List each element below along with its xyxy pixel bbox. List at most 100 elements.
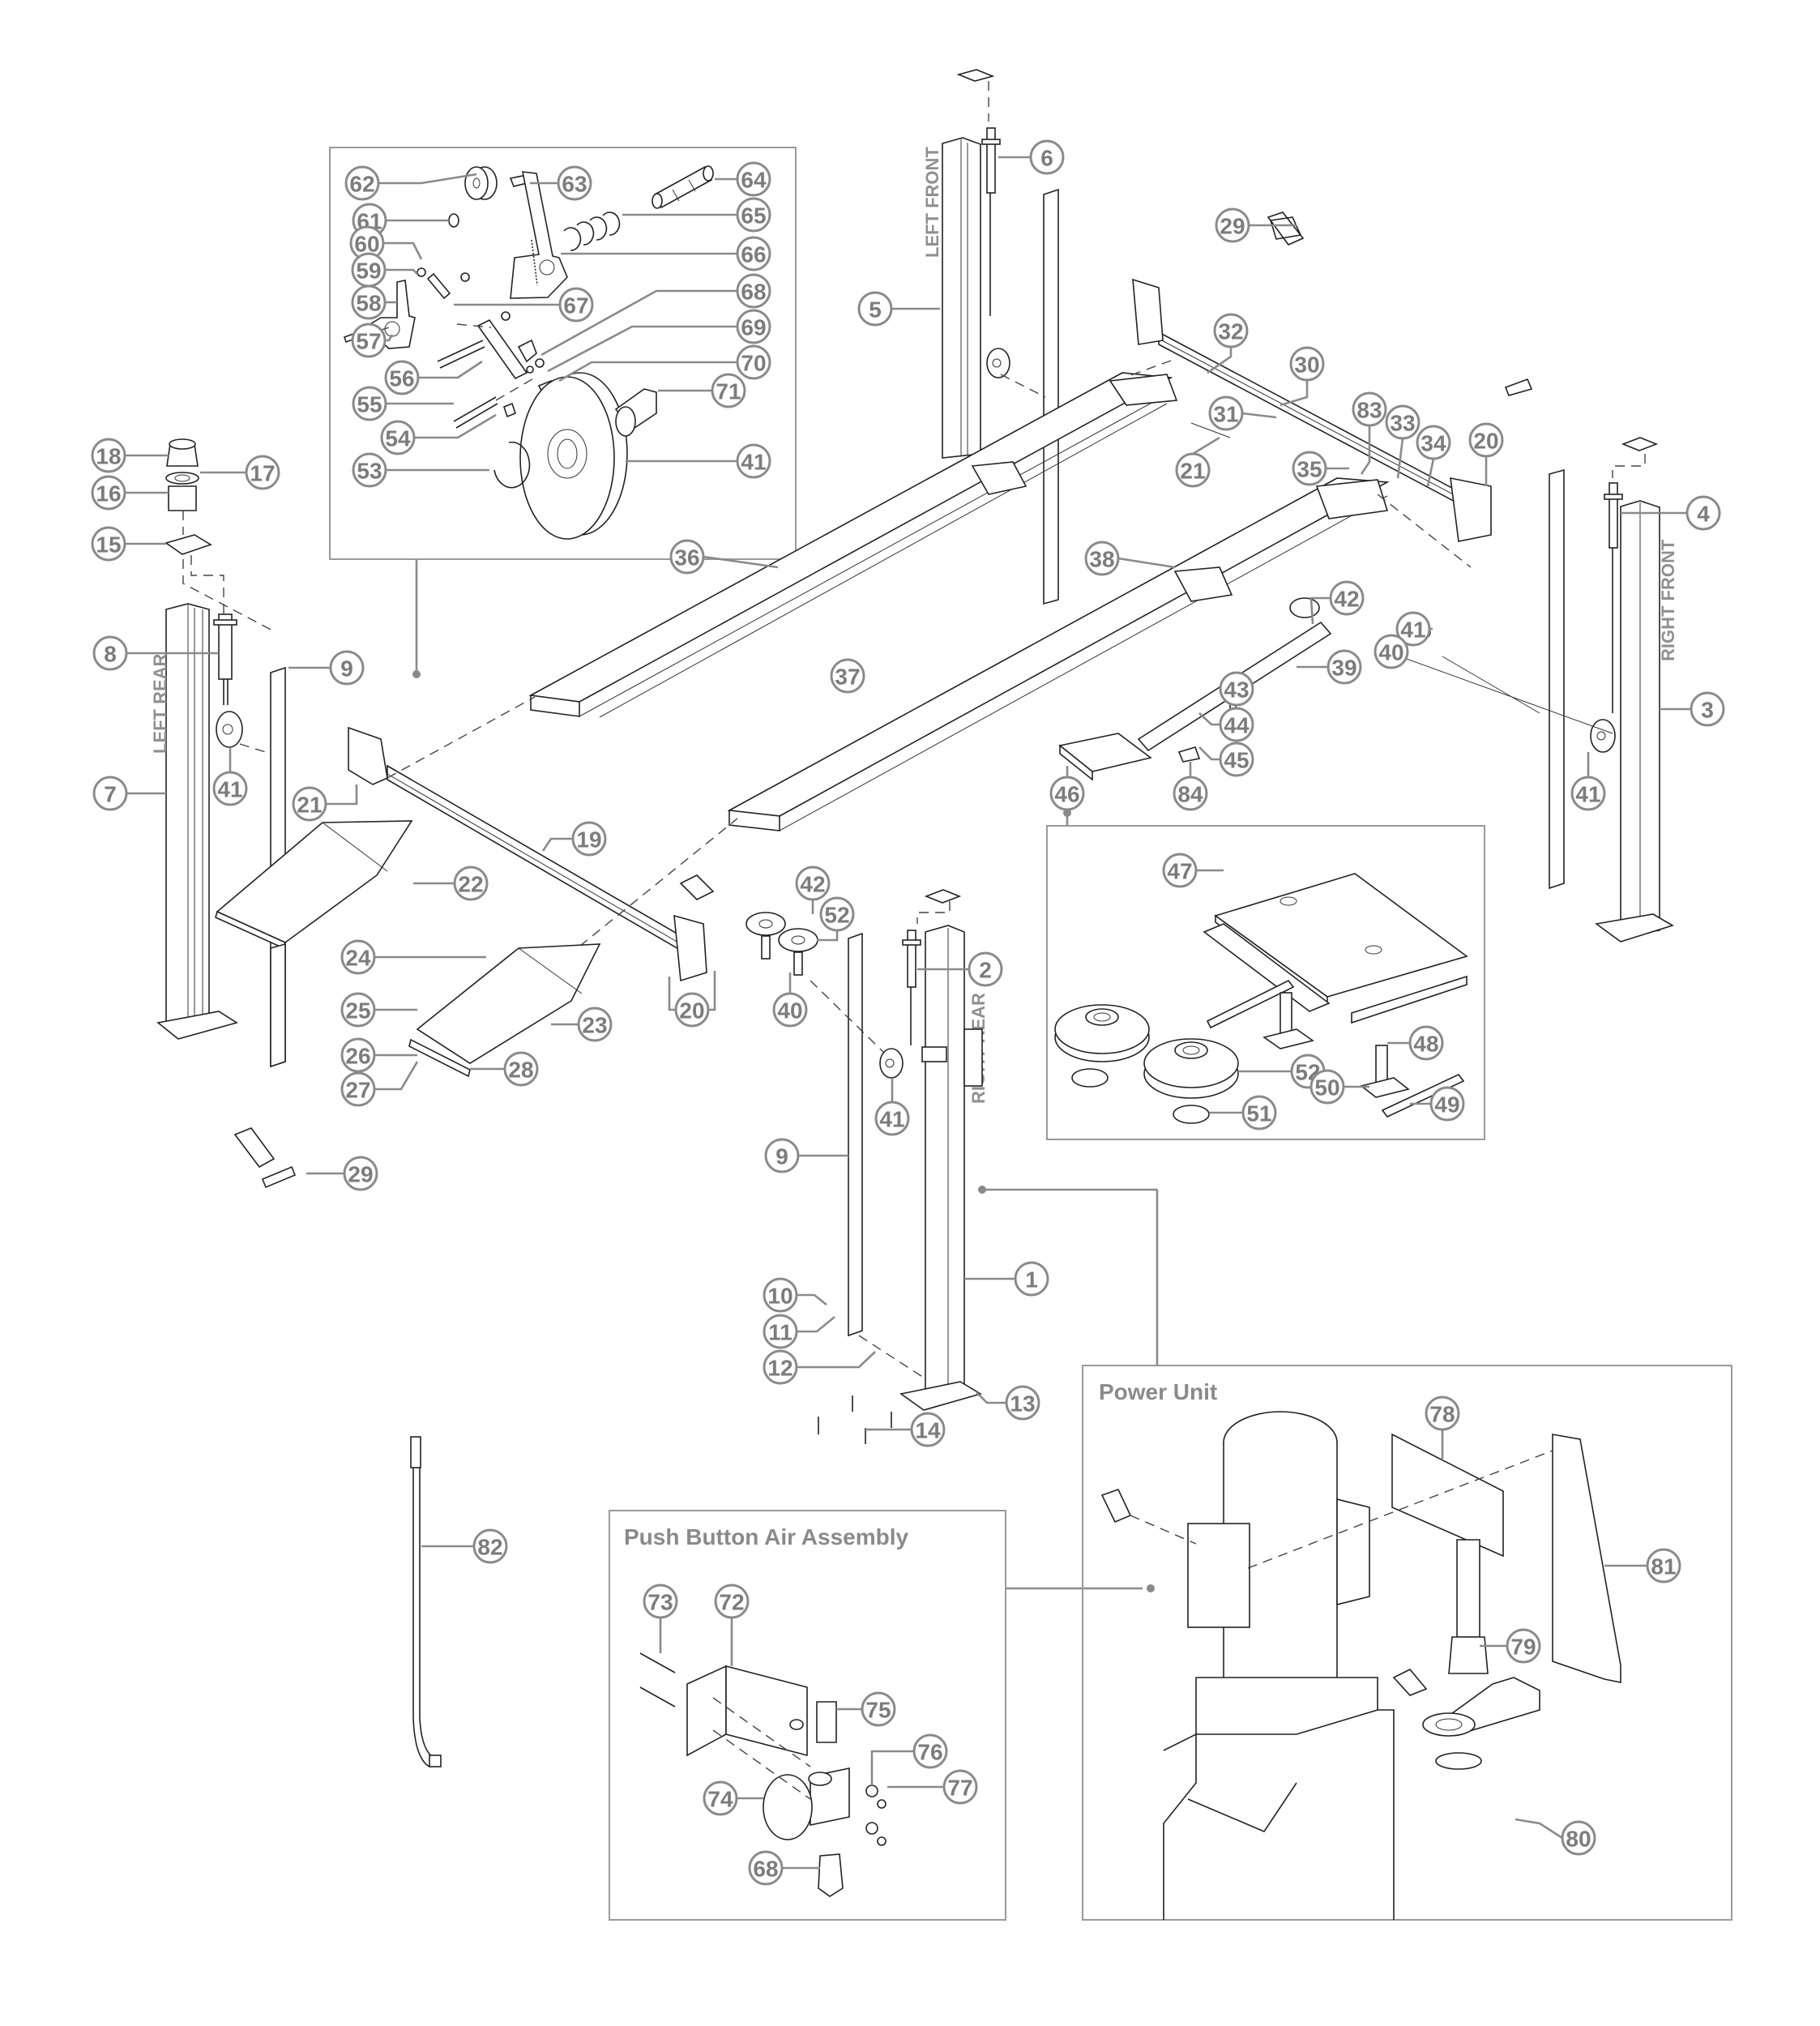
callout-49: 49 <box>1429 1086 1465 1122</box>
callout-number: 1 <box>1025 1267 1038 1293</box>
callout-number: 13 <box>1010 1391 1035 1417</box>
callout-balloon <box>1309 1069 1345 1105</box>
callout-63: 63 <box>557 165 592 201</box>
callout-balloon <box>1646 1548 1681 1584</box>
callout-balloon <box>1014 1261 1049 1297</box>
power-unit-inset-frame <box>1082 1365 1732 1921</box>
callout-69: 69 <box>736 309 771 344</box>
callout-number: 25 <box>345 998 370 1024</box>
callout-number: 69 <box>741 315 766 340</box>
callout-balloon <box>1329 580 1365 616</box>
callout-balloon <box>352 452 387 488</box>
callout-number: 12 <box>767 1356 793 1381</box>
power-unit-inset: Power Unit <box>978 1186 1732 1921</box>
callout-20: 20 <box>674 992 710 1028</box>
callout-20: 20 <box>1468 422 1504 458</box>
callout-59: 59 <box>351 252 387 288</box>
callout-32: 32 <box>1213 313 1249 348</box>
callout-balloon <box>1219 671 1254 707</box>
callout-balloon <box>1213 313 1249 348</box>
callout-balloon <box>212 771 248 806</box>
callout-number: 44 <box>1224 713 1250 738</box>
callout-50: 50 <box>1309 1069 1345 1105</box>
column-label-left-front: LEFT FRONT <box>922 147 942 258</box>
callout-9: 9 <box>329 650 365 686</box>
callout-balloon <box>763 1349 798 1385</box>
callout-79: 79 <box>1506 1628 1541 1664</box>
right-rear-column: RIGHT REAR <box>810 889 989 1444</box>
callout-number: 36 <box>674 545 699 571</box>
callout-number: 58 <box>356 291 381 316</box>
callout-42: 42 <box>1329 580 1365 616</box>
callout-balloon <box>736 273 771 309</box>
callout-14: 14 <box>910 1412 946 1447</box>
callout-number: 20 <box>1473 429 1498 454</box>
callout-68: 68 <box>748 1850 784 1886</box>
callout-balloon <box>795 866 831 901</box>
callout-balloon <box>352 386 387 421</box>
callout-number: 64 <box>741 168 767 193</box>
callout-82: 82 <box>472 1528 508 1564</box>
callout-balloon <box>874 1101 910 1136</box>
callout-80: 80 <box>1561 1820 1596 1856</box>
callout-81: 81 <box>1646 1548 1681 1584</box>
callout-balloon <box>343 1156 378 1191</box>
callout-number: 48 <box>1413 1032 1438 1057</box>
callout-number: 5 <box>869 297 882 323</box>
callout-number: 29 <box>1220 214 1245 239</box>
callout-number: 21 <box>1180 459 1205 484</box>
push-button-inset-frame <box>609 1510 1006 1921</box>
callout-number: 30 <box>1294 353 1319 378</box>
callout-balloon <box>340 1071 376 1107</box>
left-front-column: LEFT FRONT <box>922 69 1059 605</box>
callout-number: 67 <box>563 293 588 318</box>
callout-9: 9 <box>764 1138 800 1173</box>
callout-balloon <box>1429 1086 1465 1122</box>
callout-33: 33 <box>1385 404 1421 440</box>
callout-1: 1 <box>1014 1261 1049 1297</box>
inset-anchor-dot <box>412 670 421 678</box>
callout-number: 8 <box>104 642 117 667</box>
callout-balloon <box>736 161 771 197</box>
callout-number: 62 <box>349 172 374 197</box>
callout-number: 29 <box>348 1162 373 1187</box>
callout-balloon <box>736 309 771 344</box>
callout-21: 21 <box>292 786 327 822</box>
callout-balloon <box>857 291 893 327</box>
callout-29: 29 <box>1215 207 1250 243</box>
callout-24: 24 <box>340 939 376 975</box>
callout-number: 24 <box>345 946 371 971</box>
callout-51: 51 <box>1241 1095 1277 1131</box>
callout-balloon <box>92 635 128 671</box>
callout-balloon <box>1685 495 1721 531</box>
sheaves <box>679 874 818 976</box>
callout-number: 51 <box>1246 1101 1271 1126</box>
callout-18: 18 <box>91 438 126 473</box>
callout-balloon <box>292 786 327 822</box>
callout-number: 68 <box>753 1857 778 1882</box>
callout-balloon <box>736 197 771 233</box>
callout-number: 50 <box>1314 1075 1339 1101</box>
callout-balloon <box>1561 1820 1596 1856</box>
callout-balloon <box>245 455 280 490</box>
callout-balloon <box>1506 1628 1541 1664</box>
callout-number: 68 <box>741 280 766 305</box>
callout-balloon <box>1289 346 1325 382</box>
callout-balloon <box>344 165 380 201</box>
callout-number: 55 <box>357 392 382 417</box>
callout-number: 75 <box>865 1698 891 1723</box>
callout-25: 25 <box>340 992 376 1028</box>
callout-56: 56 <box>384 360 420 395</box>
callout-balloon <box>1241 1095 1277 1131</box>
callout-balloon <box>1352 391 1387 427</box>
callout-number: 65 <box>741 203 766 229</box>
callout-balloon <box>1049 776 1085 811</box>
callout-balloon <box>1327 649 1362 685</box>
callout-35: 35 <box>1292 451 1327 486</box>
callout-number: 10 <box>767 1284 793 1309</box>
callout-16: 16 <box>91 475 126 511</box>
callout-balloon <box>1219 707 1254 742</box>
cross-beams <box>348 216 1533 982</box>
callout-balloon <box>503 1051 539 1087</box>
callout-26: 26 <box>340 1037 376 1073</box>
